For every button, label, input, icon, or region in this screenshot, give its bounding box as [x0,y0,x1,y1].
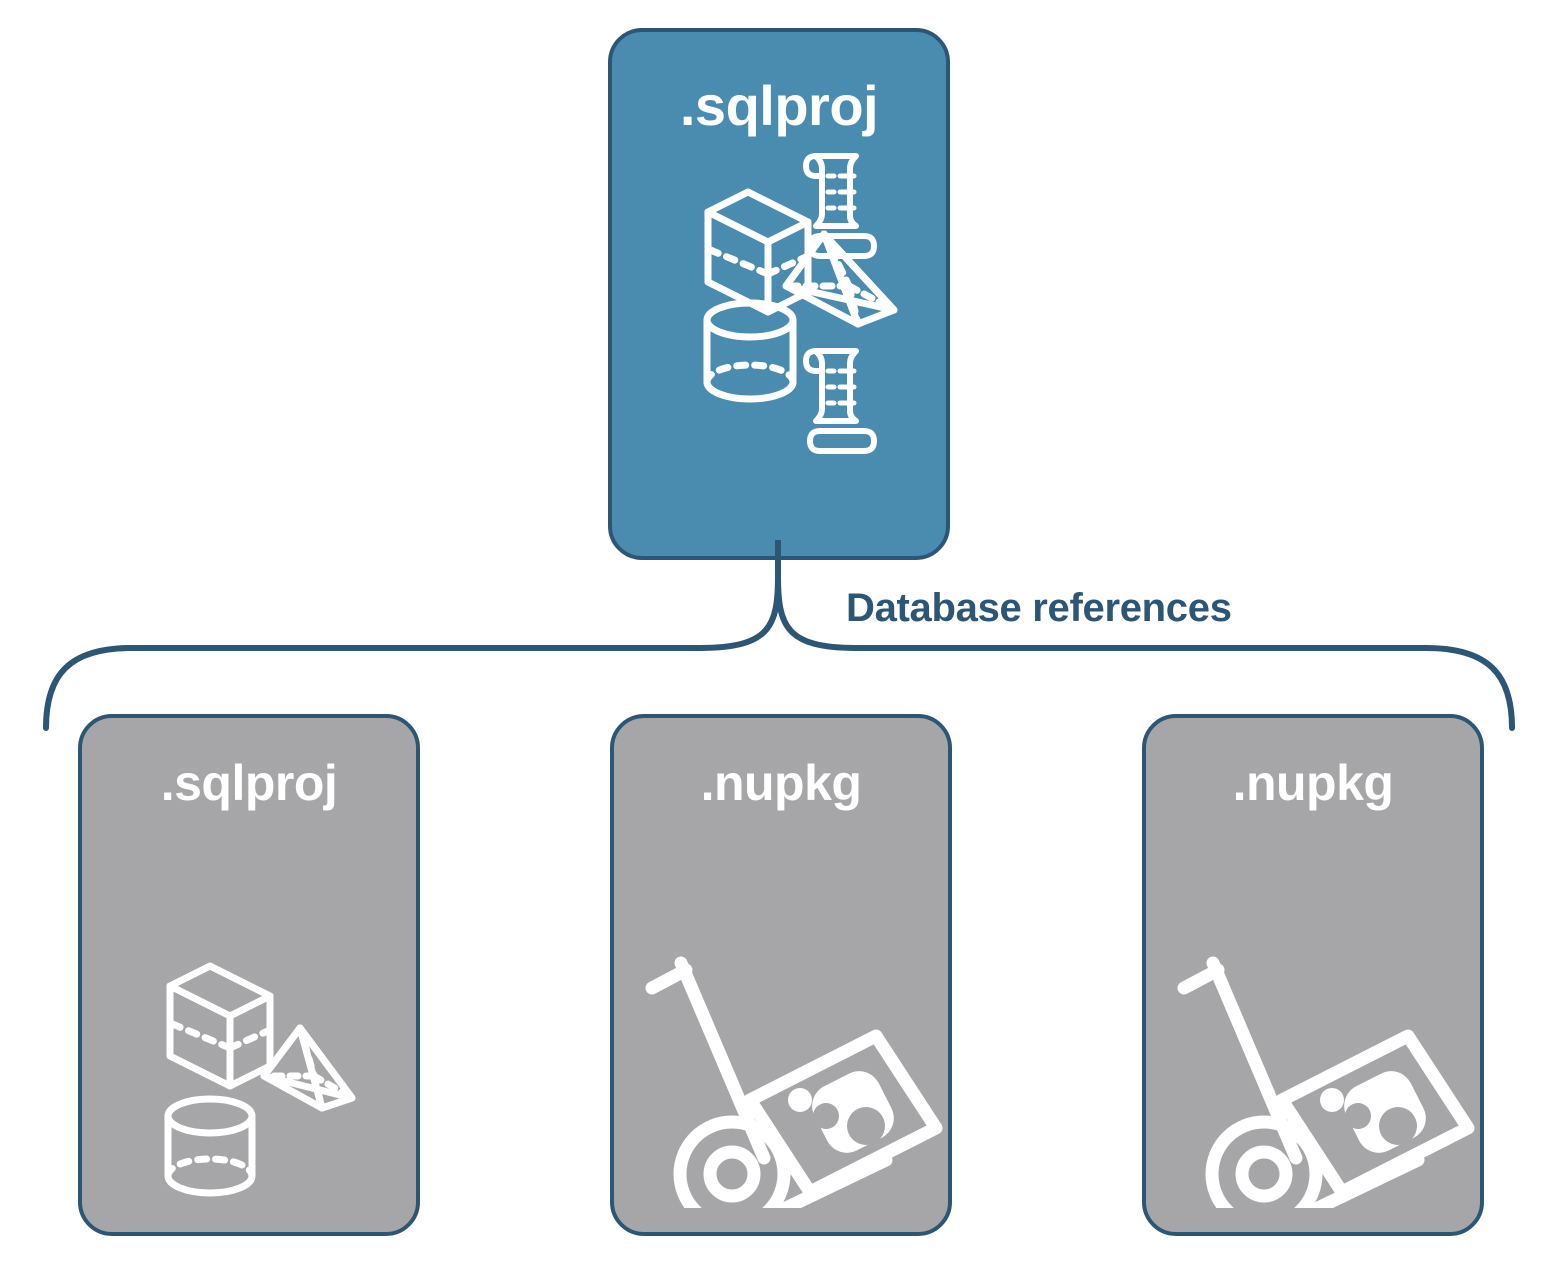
reference-card-nupkg-1[interactable]: .nupkg [610,714,952,1236]
cylinder-wireframe-icon [703,299,797,403]
reference-card-title: .sqlproj [160,755,338,811]
scroll-script-icon [803,348,877,454]
reference-card-artwork [614,808,948,1232]
nuget-package-box-icon [1275,1029,1475,1199]
cube-wireframe-icon [166,962,274,1090]
reference-card-nupkg-2[interactable]: .nupkg [1142,714,1484,1236]
reference-card-sqlproj[interactable]: .sqlproj [78,714,420,1236]
reference-card-artwork [1146,808,1480,1232]
reference-card-artwork [82,808,416,1232]
pyramid-wireframe-icon [260,1024,356,1112]
reference-card-title: .nupkg [700,755,862,811]
pyramid-wireframe-icon [782,230,898,328]
cube-wireframe-icon [704,188,812,316]
nuget-package-box-icon [743,1029,943,1199]
brace-left-arm [43,573,781,731]
reference-card-title: .nupkg [1232,755,1394,811]
root-card-artwork [612,134,946,556]
brace-label: Database references [846,586,1232,630]
root-sqlproj-card[interactable]: .sqlproj [608,28,950,560]
root-card-title: .sqlproj [679,74,879,137]
cylinder-wireframe-icon [164,1095,256,1197]
